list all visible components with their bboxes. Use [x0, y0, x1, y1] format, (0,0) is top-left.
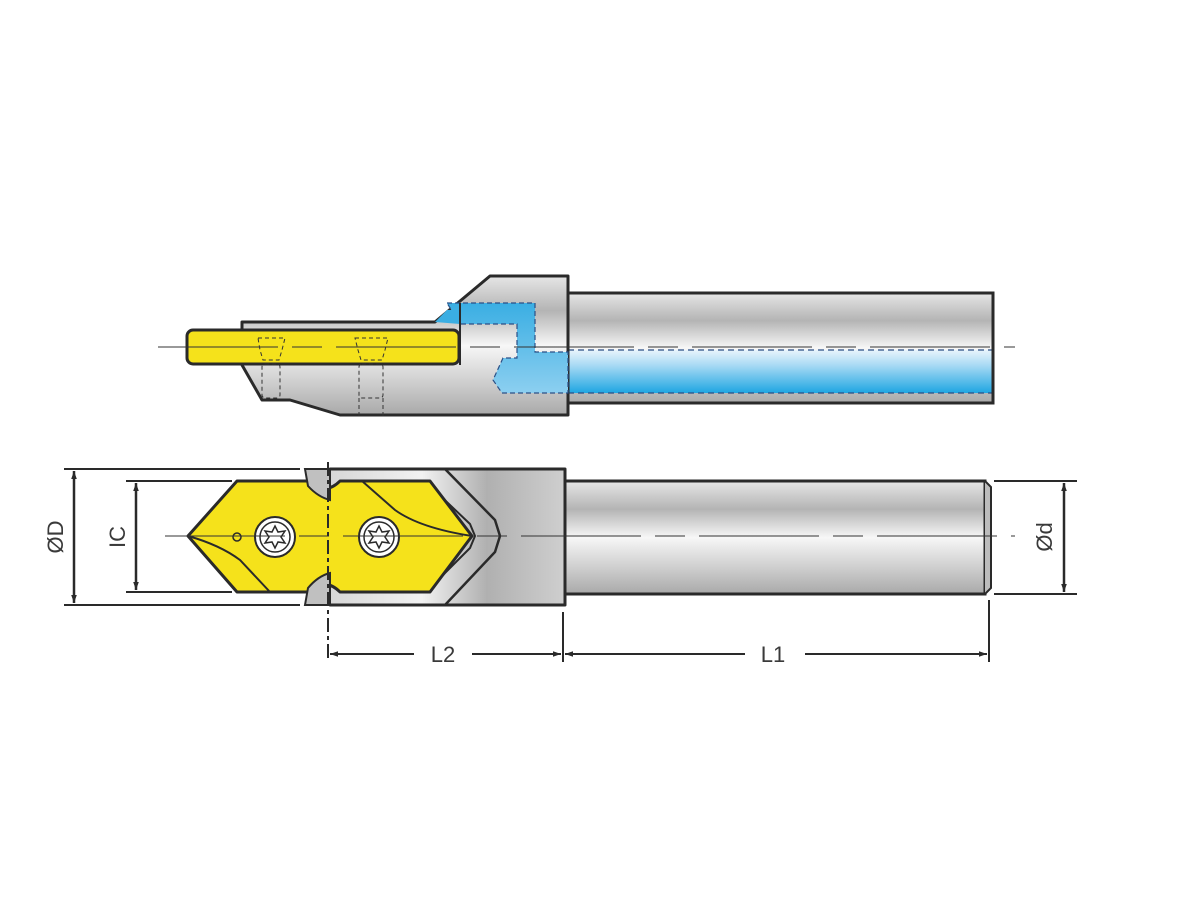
coolant-hole-icon — [232, 532, 242, 542]
dim-shank-diameter: Ød — [1032, 522, 1057, 551]
dimensions: ØD IC Ød L2 L1 — [43, 468, 1077, 667]
side-shank — [566, 291, 995, 405]
dim-outer-diameter: ØD — [43, 521, 68, 554]
top-insert — [186, 468, 474, 606]
torx-screw-icon — [254, 516, 296, 558]
dim-inscribed-circle: IC — [105, 526, 130, 548]
dim-head-length: L2 — [431, 642, 455, 667]
dim-shank-length: L1 — [761, 642, 785, 667]
top-shank — [563, 479, 992, 596]
side-view — [158, 274, 1015, 417]
side-insert — [185, 328, 461, 416]
torx-screw-icon — [358, 516, 400, 558]
top-view — [165, 462, 1015, 662]
